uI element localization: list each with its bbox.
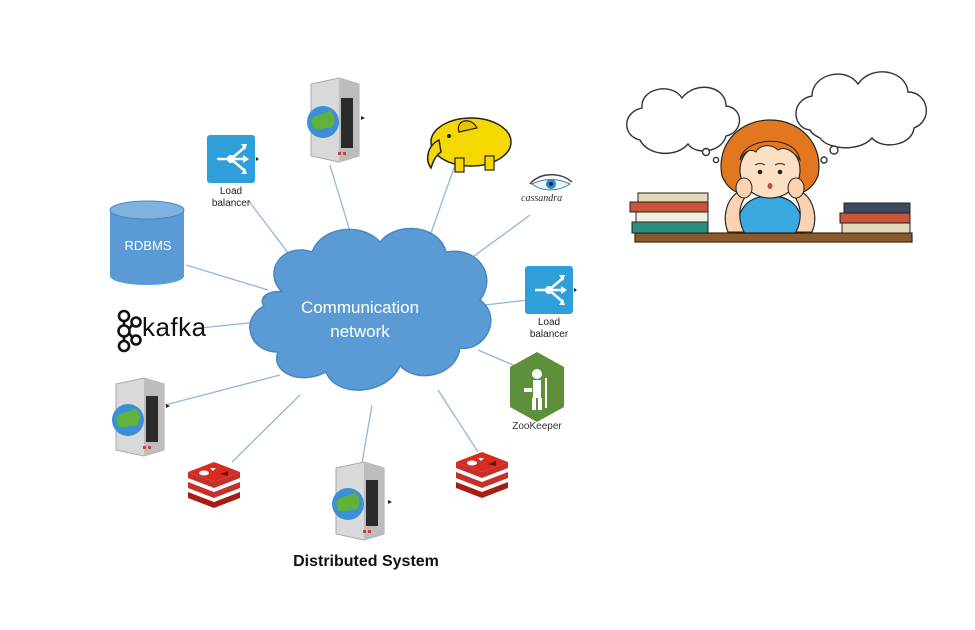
rdbms-label: RDBMS [124,238,172,253]
load-balancer-label-line2: balancer [529,329,569,340]
kafka-logo-icon [117,309,142,353]
connector-line [484,299,529,306]
load-balancer-label-line1: Load [537,317,561,328]
connector-line [361,404,373,464]
thought-cloud-left [626,86,741,164]
connector-line [164,374,281,406]
redis-icon [456,452,508,498]
connector-line [231,394,301,463]
redis-icon [188,462,240,508]
kafka-label: kafka [142,312,207,342]
load-balancer-icon [525,266,577,314]
load-balancer-label-top: Load balancer [205,186,257,210]
cassandra-label: cassandra [521,193,563,204]
cloud-label-line2: network [330,322,390,341]
server-icon [307,77,365,163]
load-balancer-icon [207,135,259,183]
load-balancer-label-line2: balancer [211,198,251,209]
rdbms-cylinder-icon [109,200,185,285]
hadoop-elephant-icon [426,117,512,173]
load-balancer-label-line1: Load [219,186,243,197]
cassandra-eye-icon [529,174,573,191]
connector-line [437,389,479,453]
cloud-label: Communication network [255,296,465,344]
connector-line [199,321,259,329]
connector-line [247,199,296,263]
load-balancer-label-right: Load balancer [523,317,575,341]
zookeeper-icon [510,352,564,422]
thought-cloud-right [795,71,928,164]
cloud-label-line1: Communication [300,298,420,317]
server-icon [332,461,392,541]
server-icon [112,377,170,457]
communication-cloud [249,227,492,391]
connector-line [477,349,521,369]
thinking-girl-illustration [626,71,928,243]
diagram-caption: Distributed System [293,553,439,570]
zookeeper-label: ZooKeeper [512,421,562,432]
connector-line [185,264,269,291]
